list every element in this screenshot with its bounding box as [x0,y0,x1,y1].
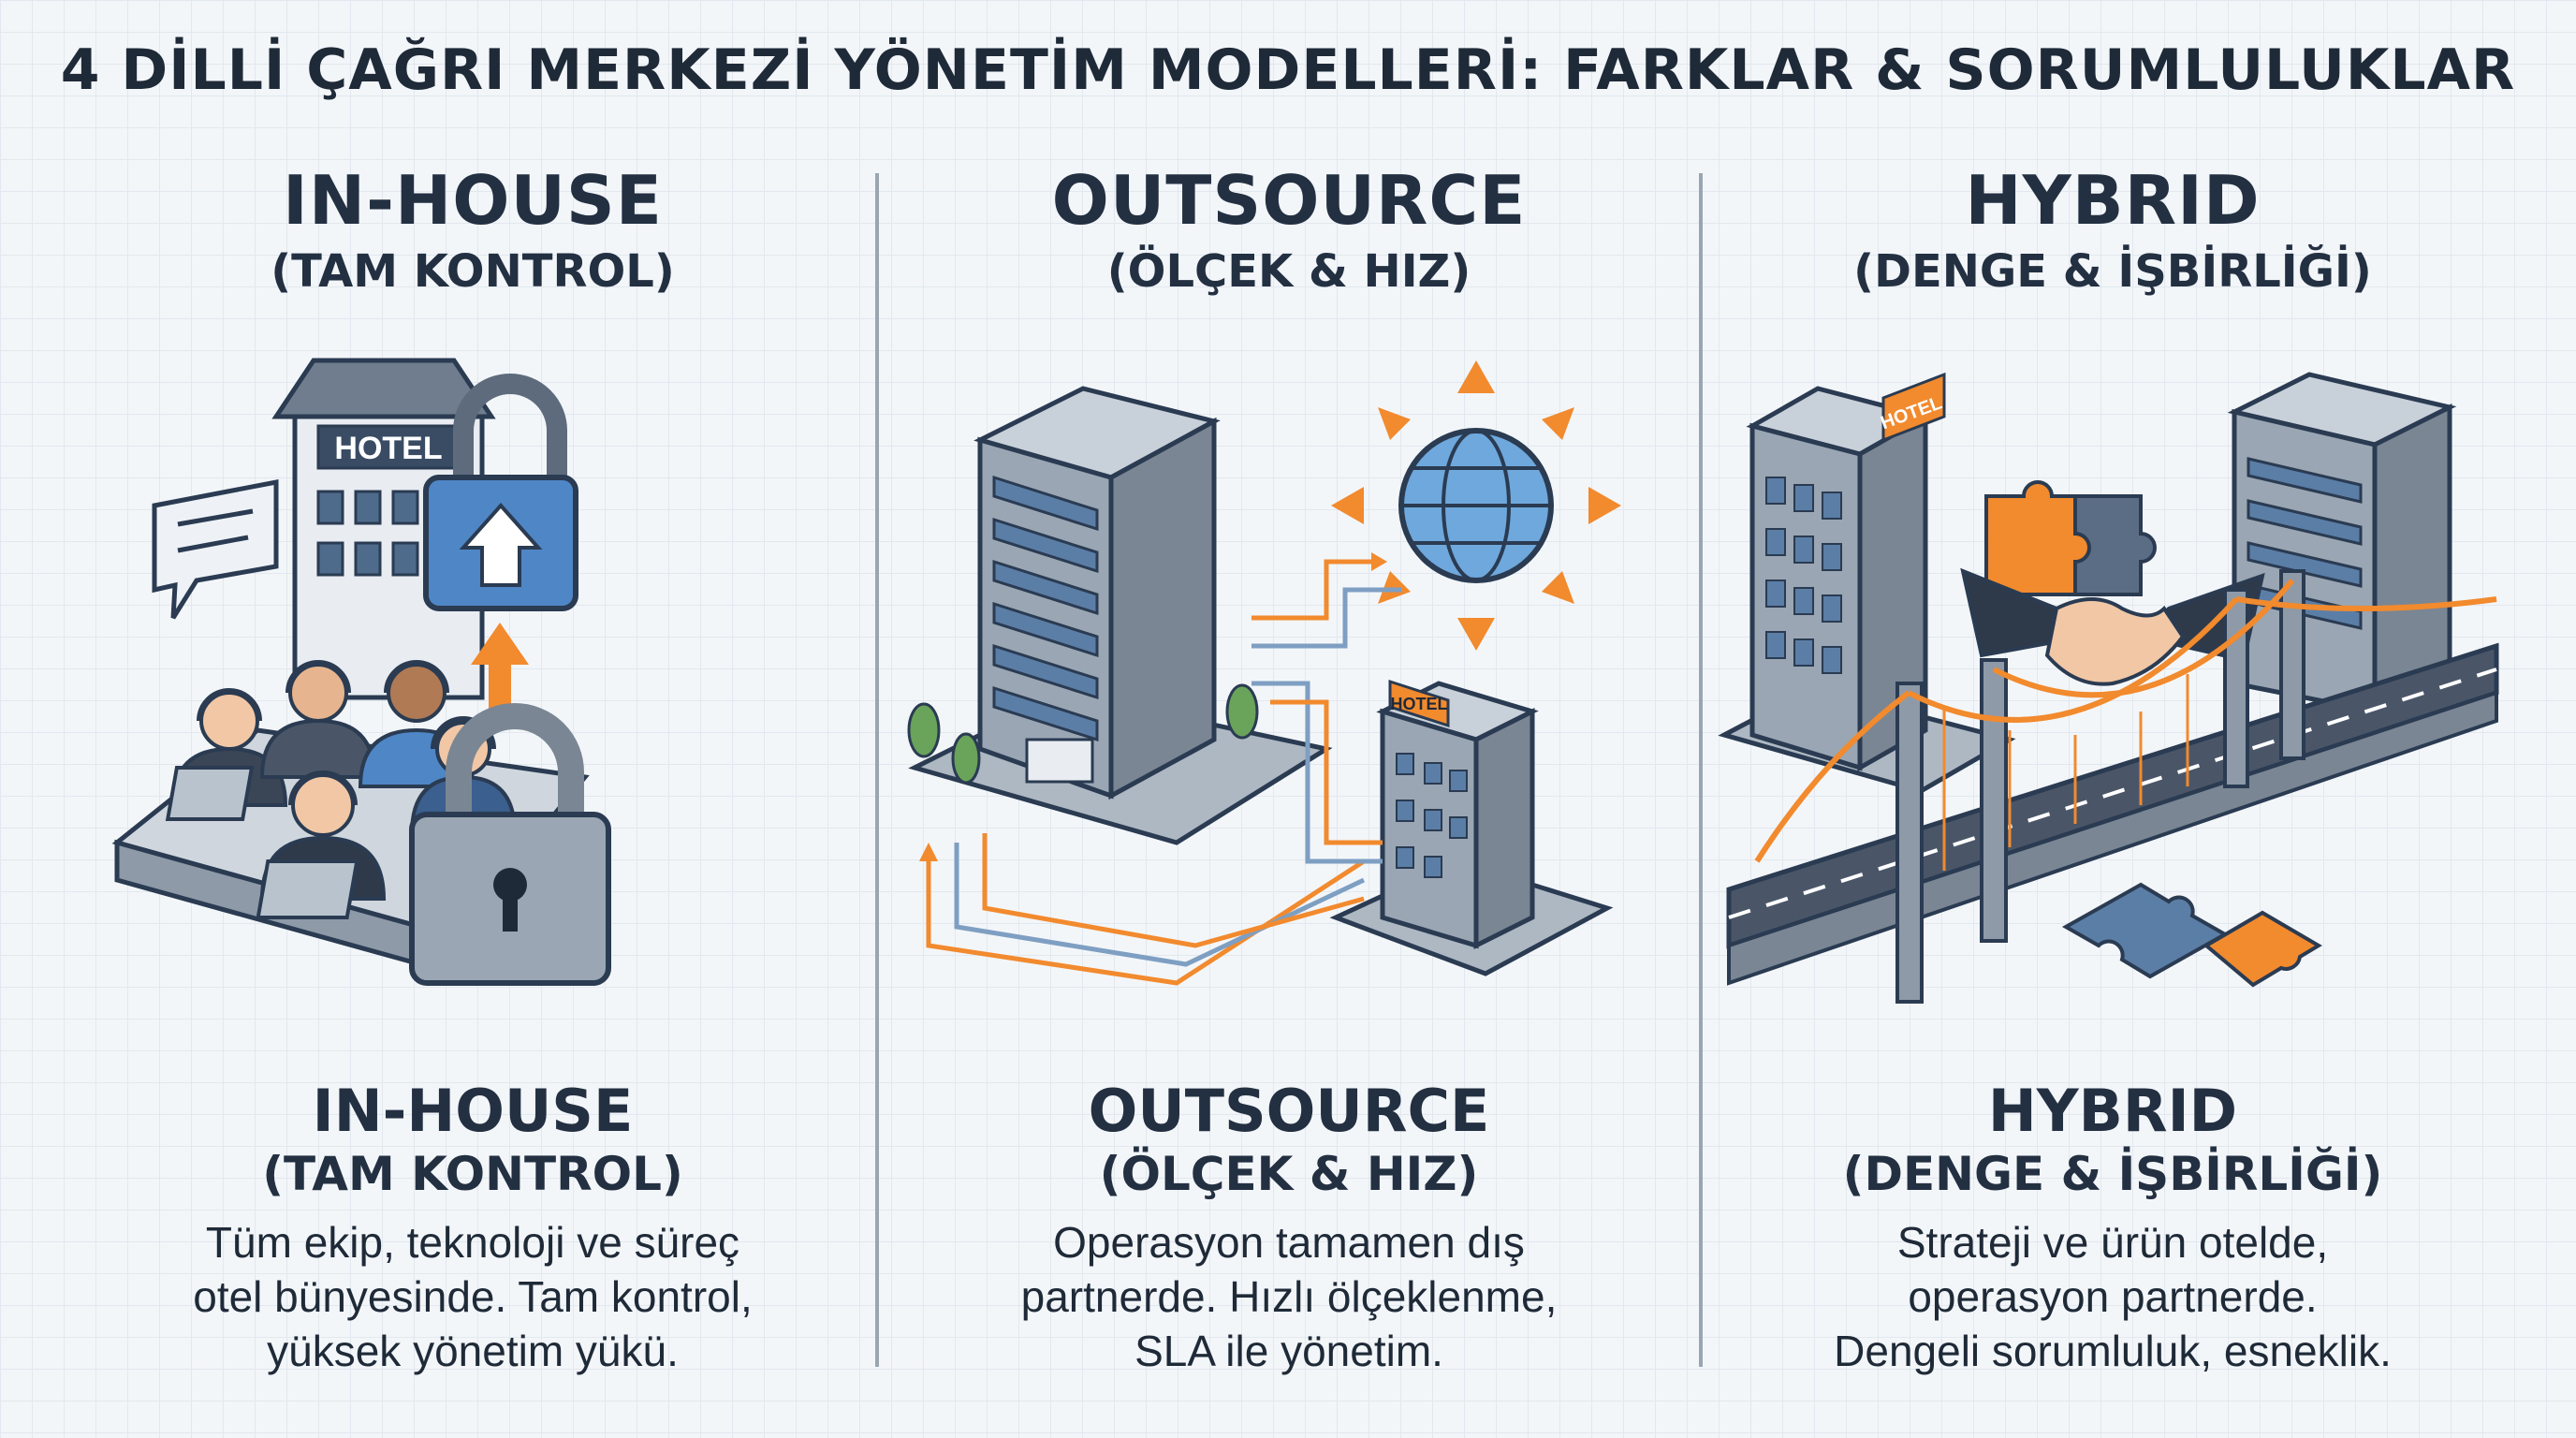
bridge-icon [1726,569,2499,1004]
in-house-bottom-heading: IN-HOUSE [312,1077,634,1145]
outsource-description: Operasyon tamamen dış partnerde. Hızlı ö… [933,1215,1645,1378]
in-house-description-line: otel bünyesinde. Tam kontrol, [193,1272,753,1321]
column-divider-1 [875,173,879,1367]
office-tower-icon [2227,372,2457,716]
hybrid-bottom-subheading: (DENGE & İŞBİRLİĞİ) [1842,1147,2383,1201]
globe-icon [1331,360,1621,651]
outsource-description-line: partnerde. Hızlı ölçeklenme, [1020,1272,1558,1321]
hotel-sign-text: HOTEL [334,431,442,466]
padlock-icon [409,703,611,986]
hybrid-description-line: Strateji ve ürün otelde, [1896,1218,2329,1267]
hybrid-bottom-heading: HYBRID [1987,1077,2238,1145]
hybrid-column: HYBRID (DENGE & İŞBİRLİĞİ) HOTEL [1701,0,2525,1438]
hotel-sign-text: HOTEL [1391,695,1448,713]
chat-bubble-icon [152,478,279,620]
in-house-description: Tüm ekip, teknoloji ve süreç otel bünyes… [117,1215,828,1378]
column-divider-2 [1699,173,1703,1367]
in-house-subheading: (TAM KONTROL) [271,245,675,298]
page-title: 4 DİLLİ ÇAĞRI MERKEZİ YÖNETİM MODELLERİ:… [60,37,2516,103]
office-tower-icon [907,386,1333,845]
in-house-description-line: Tüm ekip, teknoloji ve süreç [205,1218,740,1267]
puzzle-piece-icon [1984,480,2157,596]
outsource-bottom-heading: OUTSOURCE [1088,1077,1490,1145]
outsource-bottom-subheading: (ÖLÇEK & HIZ) [1099,1147,1479,1201]
outsource-column: OUTSOURCE (ÖLÇEK & HIZ) [877,0,1701,1438]
in-house-heading: IN-HOUSE [283,161,663,240]
data-flow-arrows-icon [926,559,1401,986]
in-house-bottom-subheading: (TAM KONTROL) [262,1147,683,1201]
hybrid-description: Strateji ve ürün otelde, operasyon partn… [1757,1215,2468,1378]
hybrid-illustration: HOTEL [1718,372,2499,1004]
outsource-description-line: Operasyon tamamen dış [1053,1218,1525,1267]
in-house-column: IN-HOUSE (TAM KONTROL) HOTEL [61,0,885,1438]
in-house-illustration: HOTEL [111,358,611,986]
hybrid-description-line: operasyon partnerde. [1908,1272,2318,1321]
outsource-illustration: HOTEL [907,360,1621,986]
arrow-up-icon [471,623,529,712]
hotel-building-icon: HOTEL [1718,372,2016,794]
hybrid-subheading: (DENGE & İŞBİRLİĞİ) [1853,245,2372,298]
outsource-description-line: SLA ile yönetim. [1134,1327,1443,1375]
hybrid-description-line: Dengeli sorumluluk, esneklik. [1834,1327,2392,1375]
padlock-icon [423,374,578,611]
outsource-subheading: (ÖLÇEK & HIZ) [1106,245,1471,298]
outsource-heading: OUTSOURCE [1051,161,1527,240]
hotel-building-icon: HOTEL [1329,679,1614,976]
puzzle-piece-icon [2061,882,2322,988]
hybrid-heading: HYBRID [1965,161,2261,240]
in-house-description-line: yüksek yönetim yükü. [267,1327,679,1375]
